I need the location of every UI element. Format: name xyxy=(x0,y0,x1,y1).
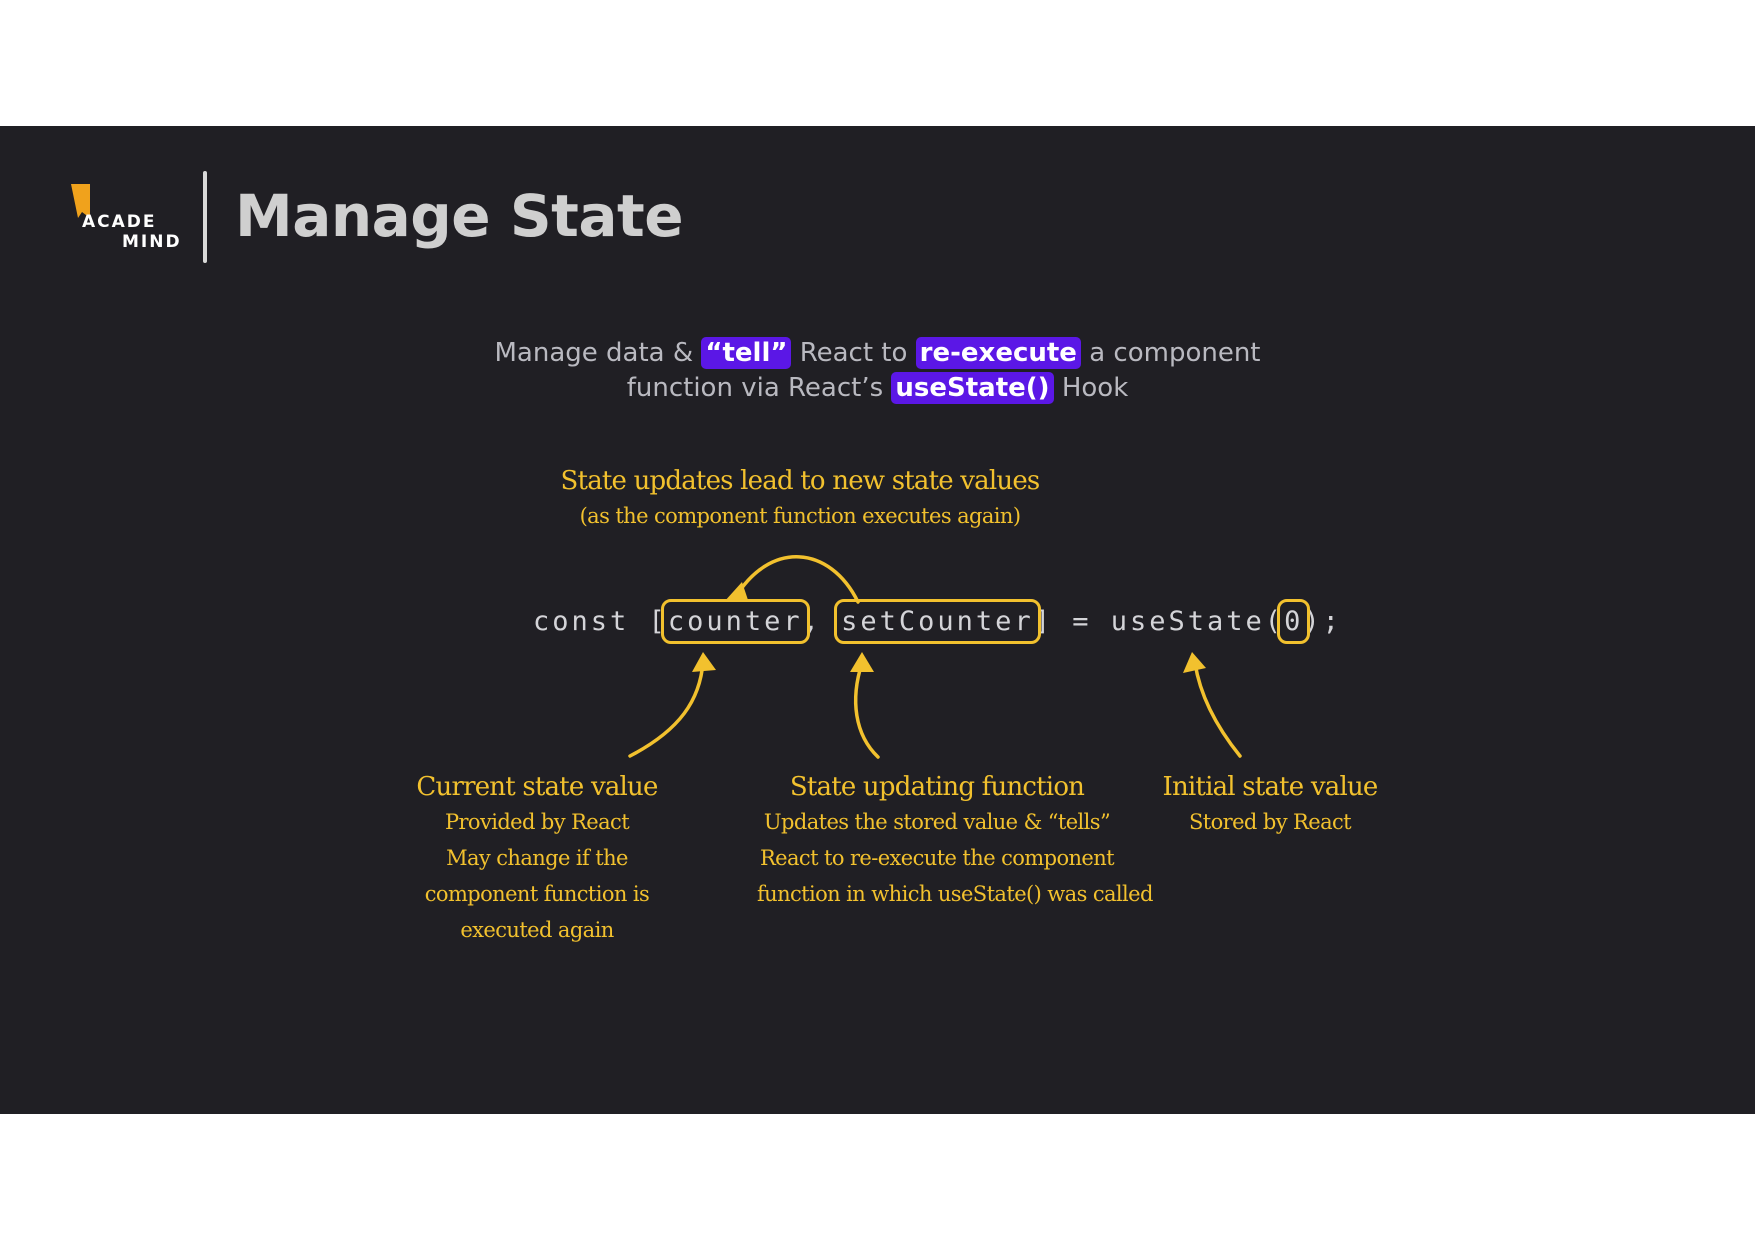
annotation-title: State updating function xyxy=(789,772,1085,802)
subtitle-text: Manage data & xyxy=(494,338,702,368)
annotation-title: State updates lead to new state values xyxy=(560,466,1041,496)
page-title: Manage State xyxy=(235,182,684,250)
subtitle-line1: Manage data & “tell” React to re-execute… xyxy=(400,336,1355,371)
title-divider xyxy=(203,171,207,263)
code-counter: counter xyxy=(660,599,810,644)
annotation-title: Current state value xyxy=(416,772,658,802)
subtitle-text: Hook xyxy=(1053,373,1129,403)
annotation-text: Provided by React xyxy=(444,810,630,834)
subtitle-text: React to xyxy=(791,338,916,368)
annotation-updating-function: State updating function Updates the stor… xyxy=(757,770,1153,912)
academind-logo: ACADE MIND xyxy=(68,182,188,254)
code-function: useState( xyxy=(1110,606,1285,637)
subtitle-text: a component xyxy=(1080,338,1261,368)
logo-text-line2: MIND xyxy=(122,232,182,252)
annotation-text: component function is xyxy=(424,882,650,906)
bookmark-icon xyxy=(71,184,90,218)
annotation-current-state: Current state value Provided by React Ma… xyxy=(402,770,672,948)
highlight-tell: “tell” xyxy=(701,337,792,369)
annotation-title: Initial state value xyxy=(1162,772,1378,802)
annotation-text: Stored by React xyxy=(1189,810,1352,834)
code-initial-value: 0 xyxy=(1276,599,1311,644)
annotation-text: (as the component function executes agai… xyxy=(579,504,1021,528)
slide xyxy=(0,126,1755,1114)
annotation-text: May change if the xyxy=(446,846,628,870)
subtitle-text: function via React’s xyxy=(626,373,892,403)
code-keyword: const xyxy=(533,606,630,637)
code-comma: , xyxy=(802,606,822,637)
highlight-usestate: useState() xyxy=(891,372,1054,404)
subtitle-line2: function via React’s useState() Hook xyxy=(400,371,1355,406)
highlight-re-execute: re-execute xyxy=(915,337,1081,369)
annotation-initial-state: Initial state value Stored by React xyxy=(1160,770,1380,840)
annotation-text: executed again xyxy=(460,918,614,942)
code-equals: = xyxy=(1072,606,1092,637)
annotation-state-updates: State updates lead to new state values (… xyxy=(560,464,1041,534)
logo-text-line1: ACADE xyxy=(82,212,157,232)
code-bracket-open: [ xyxy=(648,606,668,637)
code-snippet: const [counter, setCounter] = useState(0… xyxy=(533,599,1342,644)
annotation-text: function in which useState() was called xyxy=(757,882,1153,906)
annotation-text: Updates the stored value & “tells” xyxy=(763,810,1111,834)
code-end: ); xyxy=(1303,606,1342,637)
code-bracket-close: ] xyxy=(1033,606,1053,637)
annotation-text: React to re-execute the component xyxy=(759,846,1115,870)
code-set-counter: setCounter xyxy=(834,599,1041,644)
subtitle: Manage data & “tell” React to re-execute… xyxy=(400,336,1355,406)
